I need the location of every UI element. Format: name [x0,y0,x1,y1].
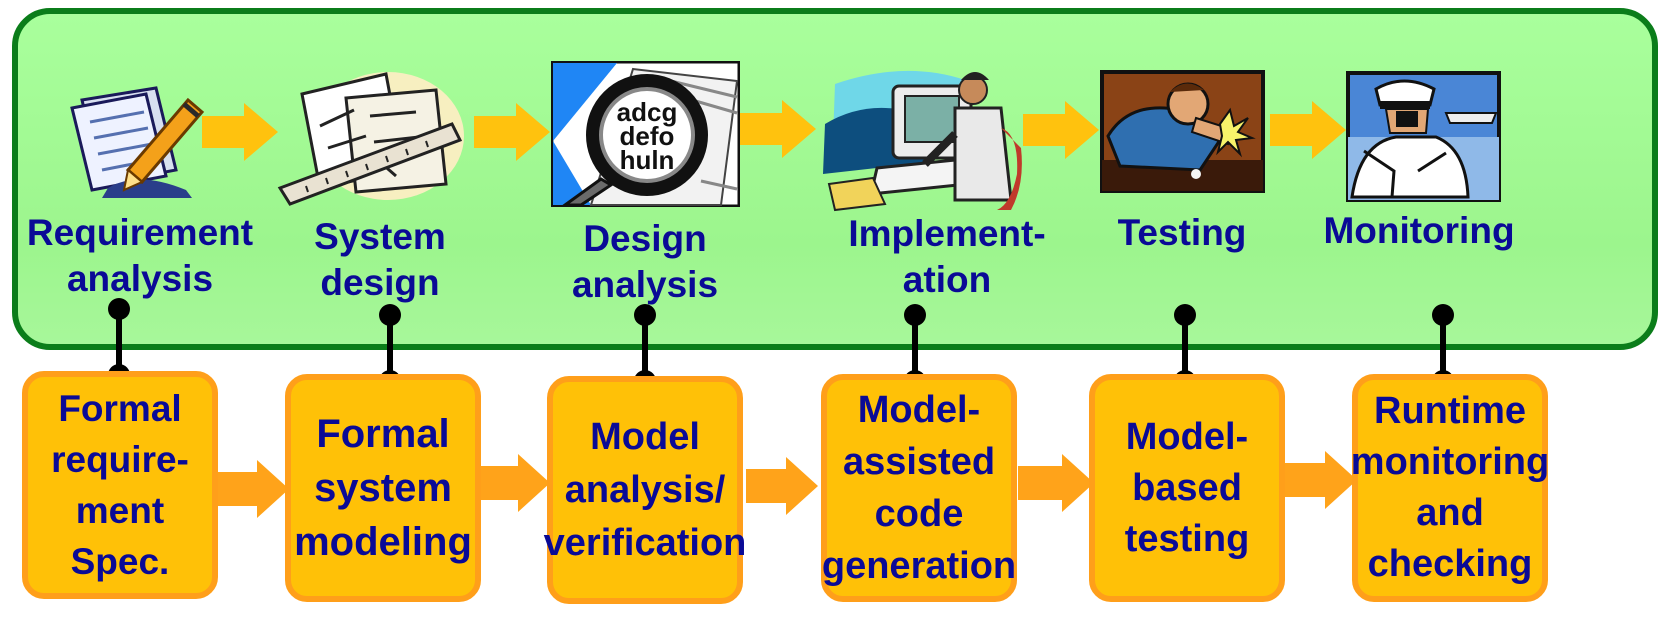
step-arrow-5 [1281,451,1357,509]
step-runtime-monitoring-checking: Runtime monitoring and checking [1350,374,1550,602]
step-model-based-testing: Model- based testing [1089,374,1285,602]
programmer-computer-icon [823,70,1022,212]
step-label-4: Model- assisted code generation [821,389,1017,587]
svg-text:adcg: adcg [617,97,678,127]
step-model-analysis-verification: Model analysis/ verification [544,376,746,604]
step-formal-requirement-spec: Formal require- ment Spec. [22,371,218,599]
writing-pen-icon [70,86,205,198]
phase-arrow-5 [1270,101,1346,159]
captain-binoculars-icon [1346,71,1501,202]
step-model-assisted-code-generation: Model- assisted code generation [821,374,1017,602]
phase-arrow-3 [740,100,816,158]
phase-arrow-2 [474,103,550,161]
step-label-5: Model- based testing [1124,415,1250,560]
phase-arrow-1 [202,103,278,161]
step-arrow-1 [217,460,289,518]
svg-text:huln: huln [620,145,675,175]
step-arrow-3 [746,457,818,515]
step-label-6: Runtime monitoring and checking [1350,390,1550,585]
phase-label-testing: Testing [1117,212,1247,253]
phase-label-design-analysis: Design analysis [571,218,719,305]
phase-label-implementation: Implement- ation [848,213,1046,300]
phase-label-system-design: System design [314,216,446,303]
phase-label-requirement-analysis: Requirement analysis [26,212,254,299]
repair-tester-icon [1100,70,1265,193]
step-arrow-4 [1018,454,1094,512]
svg-text:defo: defo [620,121,675,151]
step-formal-system-modeling: Formal system modeling [285,374,481,602]
step-arrow-2 [478,454,550,512]
blueprint-ruler-icon [277,72,464,206]
step-label-1: Formal require- ment Spec. [51,388,189,582]
magnifier-text-icon: adcg defo huln [551,61,740,207]
phase-label-monitoring: Monitoring [1323,210,1515,251]
phase-arrow-4 [1023,101,1099,159]
step-label-2: Formal system modeling [294,412,472,564]
step-label-3: Model analysis/ verification [543,415,747,564]
